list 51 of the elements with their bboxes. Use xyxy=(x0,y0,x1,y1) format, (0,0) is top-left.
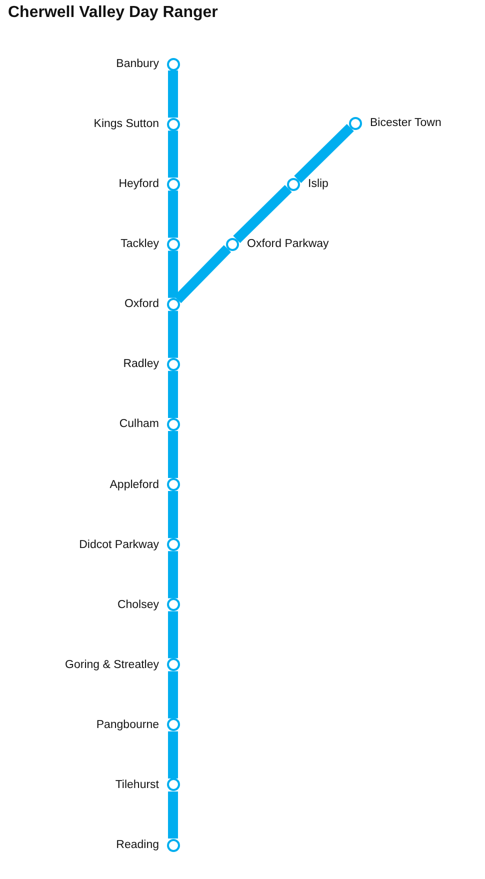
station-marker xyxy=(166,598,180,612)
station-marker xyxy=(166,58,180,70)
rail-line xyxy=(294,124,354,183)
rail-line xyxy=(168,671,178,718)
station-name: Radley xyxy=(123,357,159,372)
rail-line xyxy=(168,791,178,839)
rail-line xyxy=(174,245,232,304)
rail-line xyxy=(168,250,178,298)
station-name: Kings Sutton xyxy=(94,117,159,132)
station-marker xyxy=(286,178,300,190)
station-name: Appleford xyxy=(110,478,159,492)
rail-line xyxy=(168,70,178,118)
station-name: Islip xyxy=(308,177,328,191)
station-marker xyxy=(166,718,180,732)
station-marker xyxy=(166,778,180,792)
rail-line xyxy=(168,491,178,538)
rail-line xyxy=(168,551,178,598)
station-marker xyxy=(226,238,238,250)
station-marker xyxy=(166,298,180,311)
station-marker xyxy=(166,418,180,431)
station-name: Goring & Streatley xyxy=(65,658,159,672)
station-marker xyxy=(166,238,180,251)
rail-line xyxy=(168,130,178,178)
station-name: Tackley xyxy=(120,237,159,252)
station-name: Pangbourne xyxy=(96,718,159,732)
station-marker xyxy=(348,116,362,130)
station-name: Cholsey xyxy=(117,598,159,612)
rail-line xyxy=(168,190,178,238)
station-name: Oxford Parkway xyxy=(247,237,329,251)
station-marker xyxy=(166,538,180,552)
rail-line xyxy=(168,430,178,478)
station-name: Reading xyxy=(116,838,159,852)
station-marker xyxy=(166,358,180,371)
rail-line xyxy=(168,310,178,358)
station-marker xyxy=(166,838,180,852)
station-name: Tilehurst xyxy=(115,778,159,792)
station-marker xyxy=(166,658,180,672)
station-marker xyxy=(166,178,180,191)
station-name: Didcot Parkway xyxy=(79,538,159,552)
rail-line xyxy=(168,370,178,418)
map-title: Cherwell Valley Day Ranger xyxy=(8,4,218,22)
station-name: Oxford xyxy=(124,297,159,312)
rail-line xyxy=(233,185,292,243)
rail-line xyxy=(168,611,178,658)
station-name: Culham xyxy=(119,417,159,432)
station-name: Banbury xyxy=(116,57,159,71)
station-marker xyxy=(166,118,180,131)
station-name: Bicester Town xyxy=(370,116,442,130)
rail-line xyxy=(168,731,178,778)
station-name: Heyford xyxy=(118,177,159,192)
station-marker xyxy=(166,478,180,492)
